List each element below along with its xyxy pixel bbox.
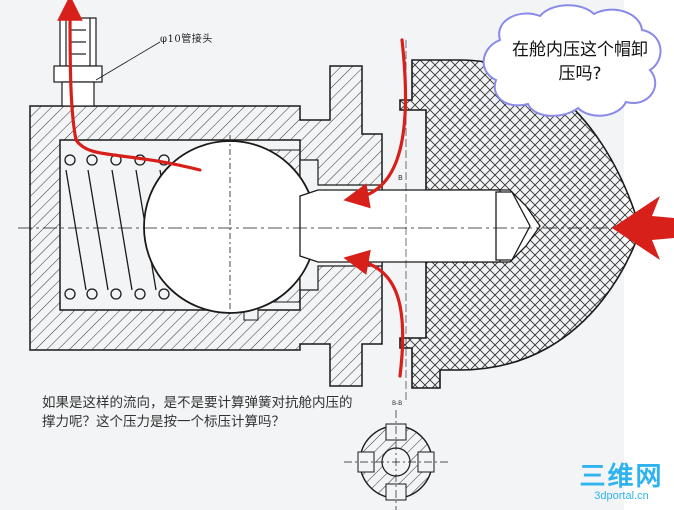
flow-arrow-top xyxy=(343,38,408,209)
section-ref-top: B xyxy=(398,174,403,182)
watermark-brand: 三维网 xyxy=(579,461,664,491)
question-text: 如果是这样的流向，是不是要计算弹簧对抗舱内压的撑力呢？这个压力是按一个标压计算吗… xyxy=(42,395,353,430)
fitting-label: φ10管接头 xyxy=(160,34,213,45)
plunger-stem xyxy=(299,189,531,263)
bubble-text: 在舱内压这个帽卸压吗? xyxy=(512,40,648,84)
site-watermark: 三维网 3dportal.cn xyxy=(574,456,669,502)
flow-arrow-exhaust xyxy=(57,0,202,172)
external-pressure-arrow xyxy=(612,196,674,260)
watermark-url: 3dportal.cn xyxy=(594,490,649,502)
flow-arrow-bottom xyxy=(343,249,405,378)
pipe-fitting xyxy=(53,17,161,107)
question-bubble xyxy=(482,4,662,117)
section-ref-bottom: B-B xyxy=(392,400,403,407)
flow-arrows xyxy=(57,0,408,378)
section-view-bb xyxy=(344,410,448,510)
